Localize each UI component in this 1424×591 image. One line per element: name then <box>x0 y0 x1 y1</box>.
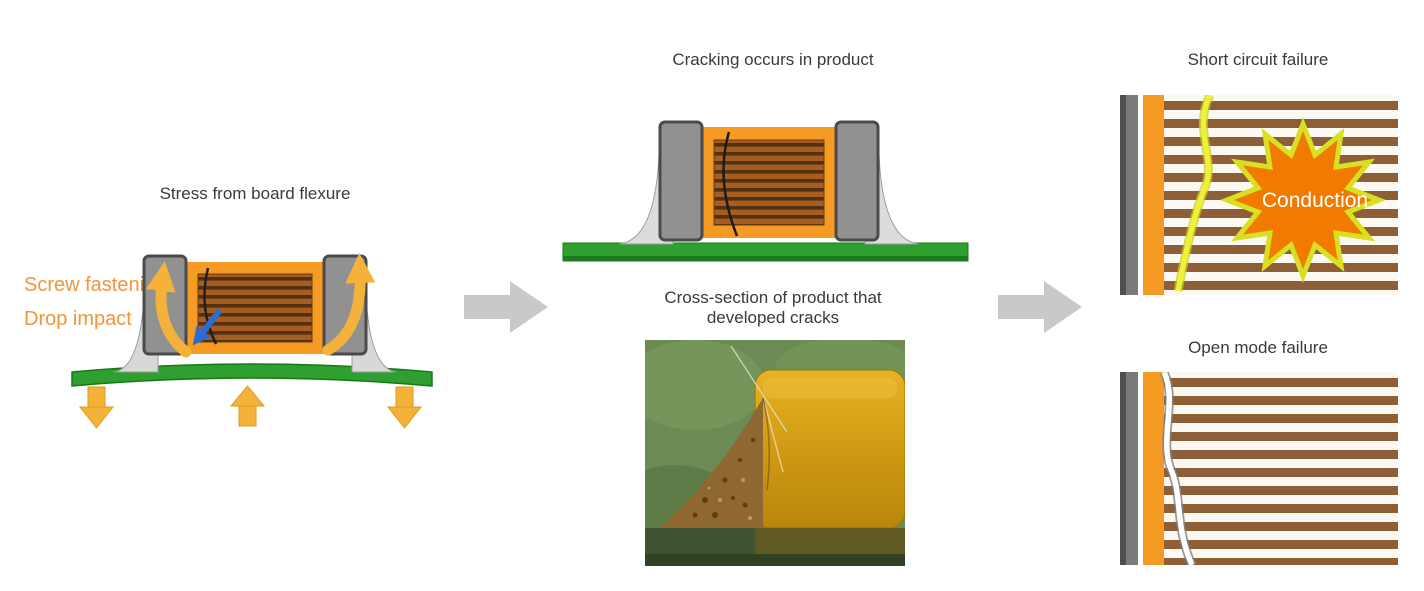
open-mode-title: Open mode failure <box>1188 338 1328 357</box>
photo-crack-lines <box>730 345 788 491</box>
terminal-left <box>658 120 704 242</box>
gap-layer <box>1138 372 1143 565</box>
cross-section-caption-line1: Cross-section of product that <box>664 288 882 307</box>
short-circuit-diagram: Conduction <box>1120 95 1398 295</box>
blue-arrow-icon <box>192 308 223 346</box>
conduction-starburst <box>1220 117 1386 283</box>
conductive-crack <box>1173 95 1215 292</box>
electrode-layers <box>1164 372 1398 565</box>
flex-arrow-down-left <box>78 386 115 429</box>
cross-section-caption-line2: developed cracks <box>706 308 840 327</box>
orange-termination-bar <box>1143 372 1164 565</box>
label-screw-fastening: Screw fastening <box>24 274 167 296</box>
terminal-right <box>834 120 880 242</box>
capacitor-electrode-stack <box>197 273 313 343</box>
open-crack <box>1159 372 1197 565</box>
short-circuit-title: Short circuit failure <box>1187 50 1329 69</box>
mount-board-shadow-edge <box>563 256 968 261</box>
flex-arrow-up-center <box>229 385 266 427</box>
flexed-board-diagram <box>71 253 433 429</box>
flexed-board <box>71 363 433 387</box>
middle-panel-title: Cracking occurs in product <box>672 50 874 69</box>
open-mode-diagram <box>1120 372 1398 565</box>
cross-section-caption: Cross-section of product that developed … <box>620 288 926 328</box>
flex-arrow-down-right <box>386 386 423 429</box>
terminal-side-bar <box>1126 95 1138 295</box>
outer-dark-layer <box>1120 372 1126 565</box>
crack-line <box>203 267 218 345</box>
conduction-label: Conduction <box>1262 189 1368 212</box>
photo-solder-texture <box>692 438 755 520</box>
terminal-side-bar <box>1126 372 1138 565</box>
flow-arrow-shape <box>464 281 548 333</box>
crack-line <box>722 131 739 237</box>
flow-arrow-2 <box>998 281 1082 333</box>
orange-termination-bar <box>1143 95 1164 295</box>
flow-arrow-1 <box>464 281 548 333</box>
photo-chip-highlight <box>763 378 897 398</box>
cross-section-photo <box>645 340 905 566</box>
photo-solder-fillet <box>659 398 763 528</box>
cracked-product-diagram <box>562 120 969 262</box>
gap-layer <box>1138 95 1143 295</box>
photo-bottom-fade <box>645 554 905 566</box>
stress-arrow-up-left <box>145 261 192 358</box>
flow-arrow-shape <box>998 281 1082 333</box>
label-drop-impact: Drop impact <box>24 308 132 330</box>
left-panel-title: Stress from board flexure <box>159 184 351 203</box>
stress-arrow-up-right <box>322 253 376 356</box>
capacitor-electrode-stack <box>713 139 825 226</box>
outer-dark-layer <box>1120 95 1126 295</box>
photo-chip-reflection <box>755 528 905 554</box>
